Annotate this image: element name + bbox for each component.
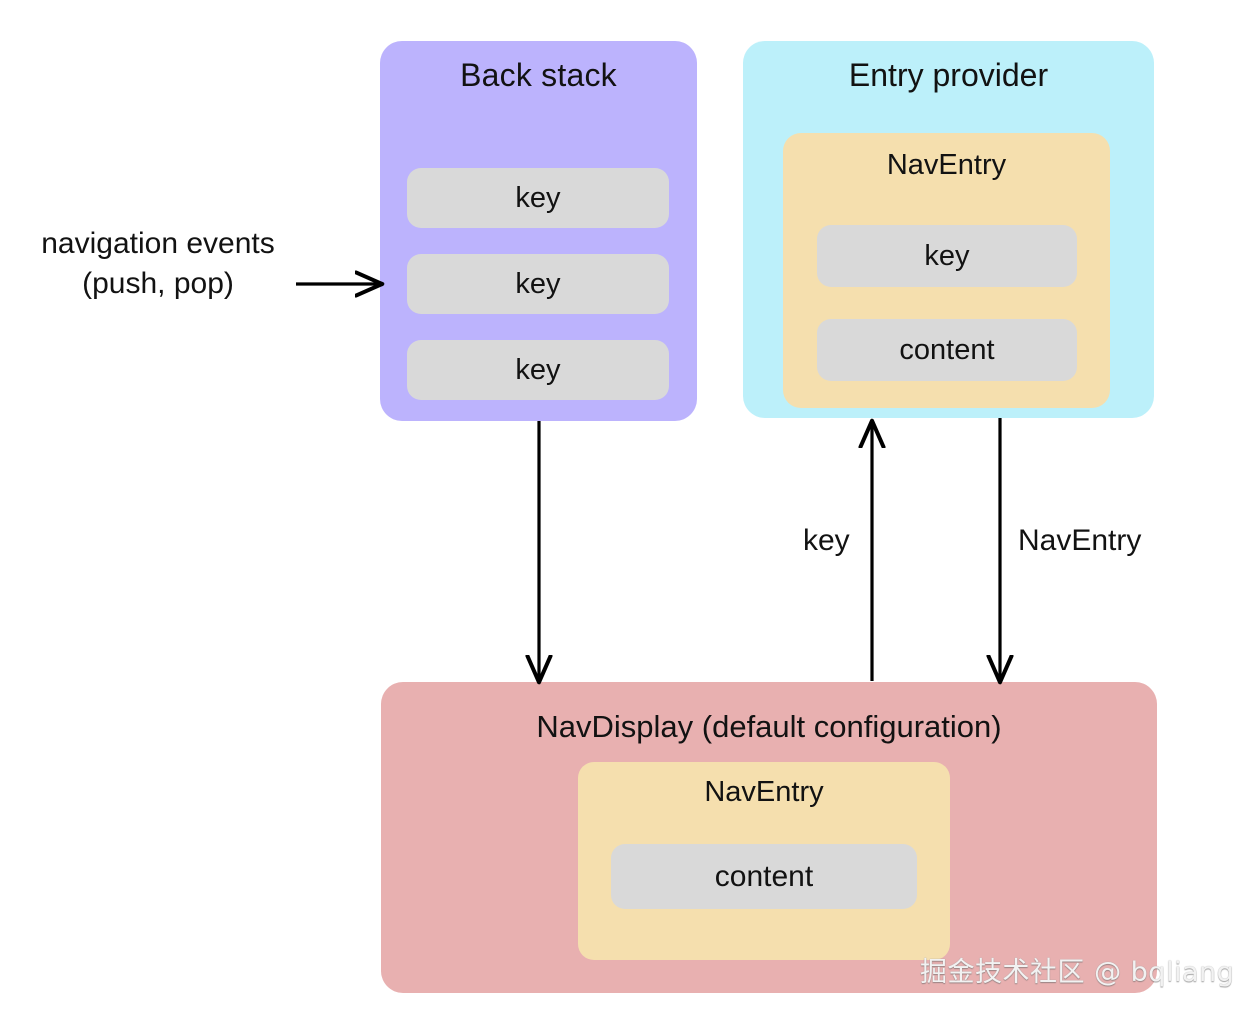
nav-display-nav-entry-title: NavEntry [704, 776, 824, 808]
edge-label-key: key [803, 524, 850, 557]
back-stack-title: Back stack [460, 57, 617, 93]
entry-provider-title: Entry provider [848, 57, 1049, 93]
entry-provider-nav-entry-title: NavEntry [886, 149, 1007, 181]
entry-provider-nav-entry-box: NavEntry key content [783, 133, 1110, 408]
watermark: 掘金技术社区 @ bqliang [920, 957, 1235, 988]
navigation-events-label: navigation events (push, pop) [41, 227, 275, 300]
back-stack-key-pill-2: key [407, 254, 669, 314]
entry-provider-content-pill: content [817, 319, 1077, 381]
back-stack-key-pill-1: key [407, 168, 669, 228]
entry-provider-key-pill: key [817, 225, 1077, 287]
nav-display-title: NavDisplay (default configuration) [536, 709, 1002, 744]
entry-provider-box: Entry provider NavEntry key content [743, 41, 1154, 418]
nav-display-nav-entry-box: NavEntry content [578, 762, 950, 960]
nav-display-box: NavDisplay (default configuration) NavEn… [381, 682, 1157, 993]
edge-label-naventry: NavEntry [1018, 524, 1142, 557]
nav-display-content-pill: content [611, 844, 917, 909]
back-stack-box: Back stack key key key [380, 41, 697, 421]
back-stack-key-pill-3: key [407, 340, 669, 400]
